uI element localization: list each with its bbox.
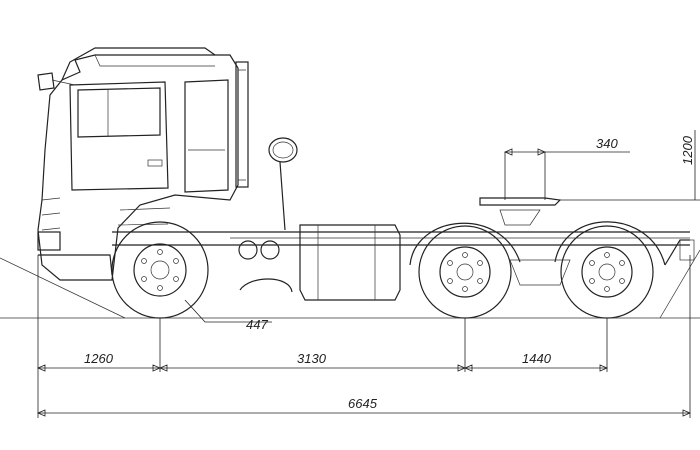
departure-angle-line: [659, 249, 700, 319]
rear-wheel-2: [560, 225, 654, 319]
front-wheel: [111, 221, 209, 319]
approach-angle-line: [0, 257, 126, 319]
dim-front-overhang-label: 1260: [84, 351, 114, 366]
dim-fifth-wheel-height-label: 1200: [680, 135, 695, 165]
dimension-lines: [36, 130, 700, 418]
dim-fifth-wheel-offset-label: 340: [596, 136, 618, 151]
dim-ground-clearance-label: 447: [246, 317, 268, 332]
dim-overall-length-label: 6645: [348, 396, 378, 411]
dim-wheelbase-label: 3130: [297, 351, 327, 366]
tractor-truck-outline: [37, 47, 695, 301]
dim-rear-axle-spacing-label: 1440: [522, 351, 552, 366]
rear-wheel-1: [418, 225, 512, 319]
